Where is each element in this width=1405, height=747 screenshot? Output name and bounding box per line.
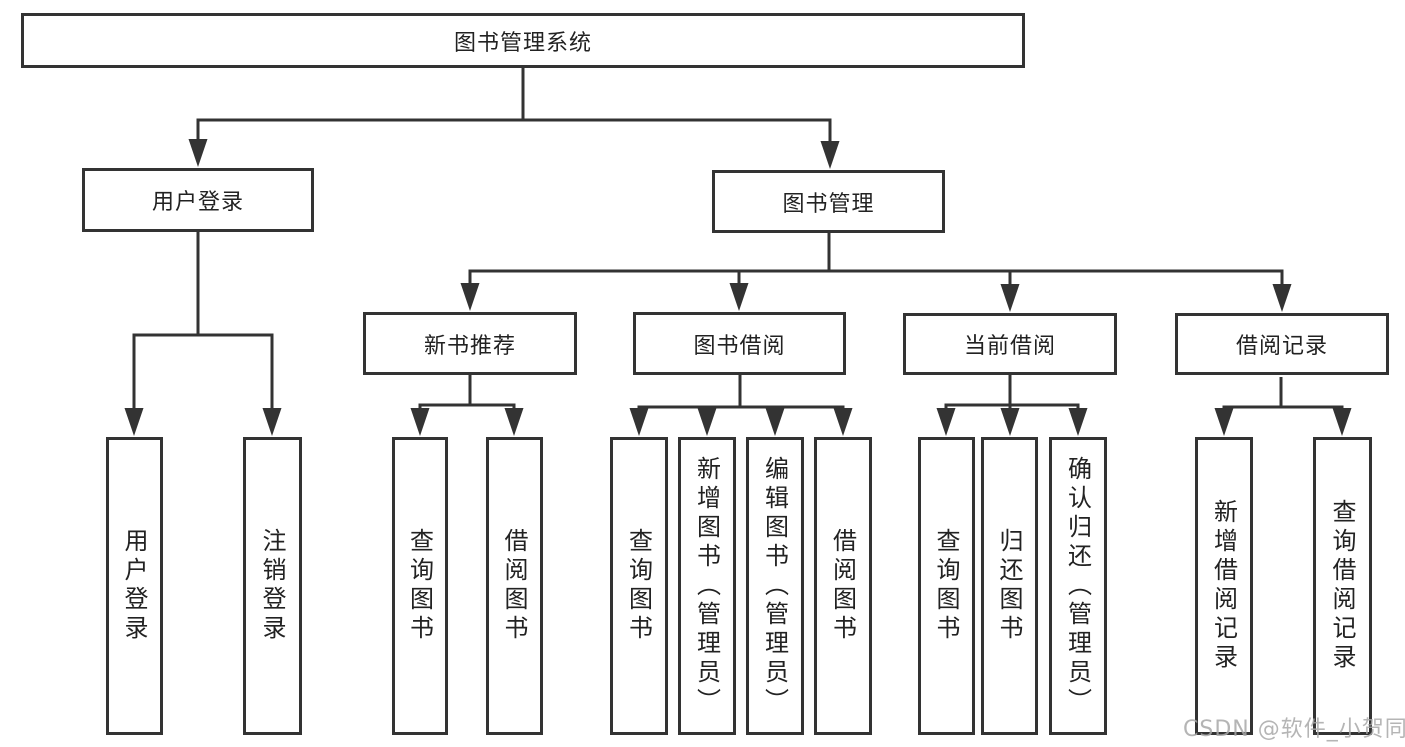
node-label: 图书管理	[782, 191, 875, 217]
leaf-label: 查询借阅记录	[1328, 499, 1356, 673]
leaf-label: 借阅图书	[828, 528, 857, 644]
leaf-label: 新增借阅记录	[1209, 499, 1238, 673]
node-borrowing-records: 借阅记录	[1175, 313, 1389, 375]
leaf-user-login: 用户登录	[106, 437, 163, 735]
node-label: 图书借阅	[693, 333, 786, 359]
arrowhead	[820, 141, 840, 169]
leaf-label: 借阅图书	[500, 528, 528, 644]
leaf-logout: 注销登录	[243, 437, 302, 735]
leaf-borrow-books: 借阅图书	[814, 437, 872, 735]
node-user-login-module: 用户登录	[82, 168, 314, 232]
arrowhead	[1332, 408, 1352, 436]
arrowhead	[936, 408, 956, 436]
arrowhead	[629, 408, 649, 436]
arrowhead	[1068, 408, 1088, 436]
leaf-return-books: 归还图书	[981, 437, 1038, 735]
leaf-edit-books-admin: 编辑图书（管理员）	[746, 437, 804, 735]
connector-userlogin-to-leaves	[132, 333, 274, 410]
arrowhead	[765, 408, 785, 436]
leaf-query-books-current: 查询图书	[918, 437, 975, 735]
node-label: 新书推荐	[423, 333, 516, 359]
node-label: 当前借阅	[963, 334, 1056, 359]
arrowhead	[833, 408, 853, 436]
node-book-borrowing: 图书借阅	[633, 312, 846, 375]
connector-newbookrec-to-leaves	[418, 403, 516, 410]
leaf-confirm-return-admin: 确认归还（管理员）	[1049, 437, 1107, 735]
leaf-add-borrow-record: 新增借阅记录	[1195, 437, 1253, 735]
leaf-label: 注销登录	[258, 528, 286, 644]
leaf-label: 新增图书（管理员）	[692, 455, 721, 717]
node-root-system: 图书管理系统	[21, 13, 1025, 68]
arrowhead	[729, 283, 749, 311]
node-label: 借阅记录	[1235, 334, 1328, 359]
arrowhead	[460, 283, 480, 311]
arrowhead	[1214, 408, 1234, 436]
leaf-label: 查询图书	[405, 528, 434, 644]
leaf-add-books-admin: 新增图书（管理员）	[678, 437, 736, 735]
connector-bookborrow-to-leaves	[637, 405, 845, 410]
node-current-borrowing: 当前借阅	[903, 313, 1117, 375]
leaf-label: 编辑图书（管理员）	[760, 455, 789, 717]
arrowhead	[1272, 284, 1292, 312]
leaf-label: 用户登录	[120, 528, 148, 644]
arrowhead	[504, 408, 524, 436]
csdn-watermark: CSDN @软件_小贺同学	[1183, 717, 1405, 742]
connector-bookmgmt-to-level3	[468, 269, 1284, 285]
arrowheads	[124, 139, 1352, 436]
arrowhead	[1000, 284, 1020, 312]
arrowhead	[410, 408, 430, 436]
arrowhead	[262, 408, 282, 436]
leaf-label: 归还图书	[995, 528, 1023, 644]
connector-root-to-level2	[196, 118, 832, 144]
node-label: 图书管理系统	[453, 30, 592, 56]
connector-borrowrec-to-leaves	[1222, 405, 1344, 410]
leaf-borrow-books-rec: 借阅图书	[486, 437, 543, 735]
arrowhead	[124, 408, 144, 436]
leaf-label: 查询图书	[624, 528, 653, 644]
leaf-label: 查询图书	[932, 528, 960, 644]
leaf-query-books-borrow: 查询图书	[610, 437, 668, 735]
connector-curborrow-to-leaves	[944, 403, 1080, 410]
node-label: 用户登录	[151, 190, 244, 215]
arrowhead	[188, 139, 208, 167]
leaf-query-borrow-record: 查询借阅记录	[1313, 437, 1372, 735]
node-new-book-recommend: 新书推荐	[363, 312, 577, 375]
leaf-query-books-rec: 查询图书	[392, 437, 448, 735]
leaf-label: 确认归还（管理员）	[1063, 455, 1092, 717]
node-book-management-module: 图书管理	[712, 170, 945, 233]
arrowhead	[1000, 408, 1020, 436]
arrowhead	[697, 408, 717, 436]
